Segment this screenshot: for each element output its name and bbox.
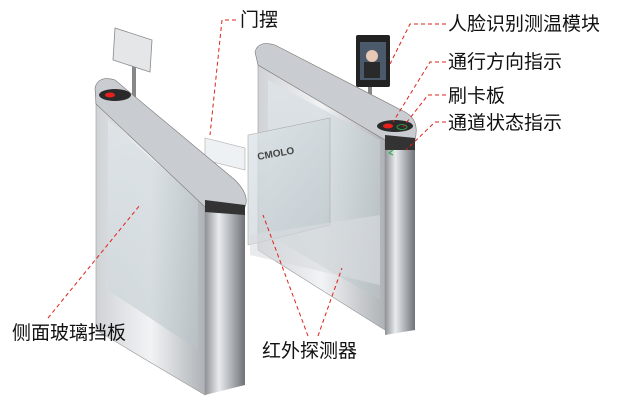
label-card-reader: 刷卡板 xyxy=(448,85,506,107)
status-indicator-light xyxy=(388,149,394,156)
label-gate-flap: 门摆 xyxy=(240,9,279,31)
label-status-indicator: 通道状态指示 xyxy=(448,112,563,134)
left-cabinet xyxy=(94,27,247,396)
leader-lines xyxy=(47,19,446,337)
direction-indicator-light xyxy=(383,123,393,129)
gate-flaps: CMOLO xyxy=(204,117,380,285)
card-reader-pad xyxy=(396,124,408,130)
label-direction-indicator: 通行方向指示 xyxy=(448,51,563,73)
label-side-glass: 侧面玻璃挡板 xyxy=(12,322,127,344)
label-ir-detector: 红外探测器 xyxy=(262,340,358,362)
label-face-temp-module: 人脸识别测温模块 xyxy=(448,13,601,35)
